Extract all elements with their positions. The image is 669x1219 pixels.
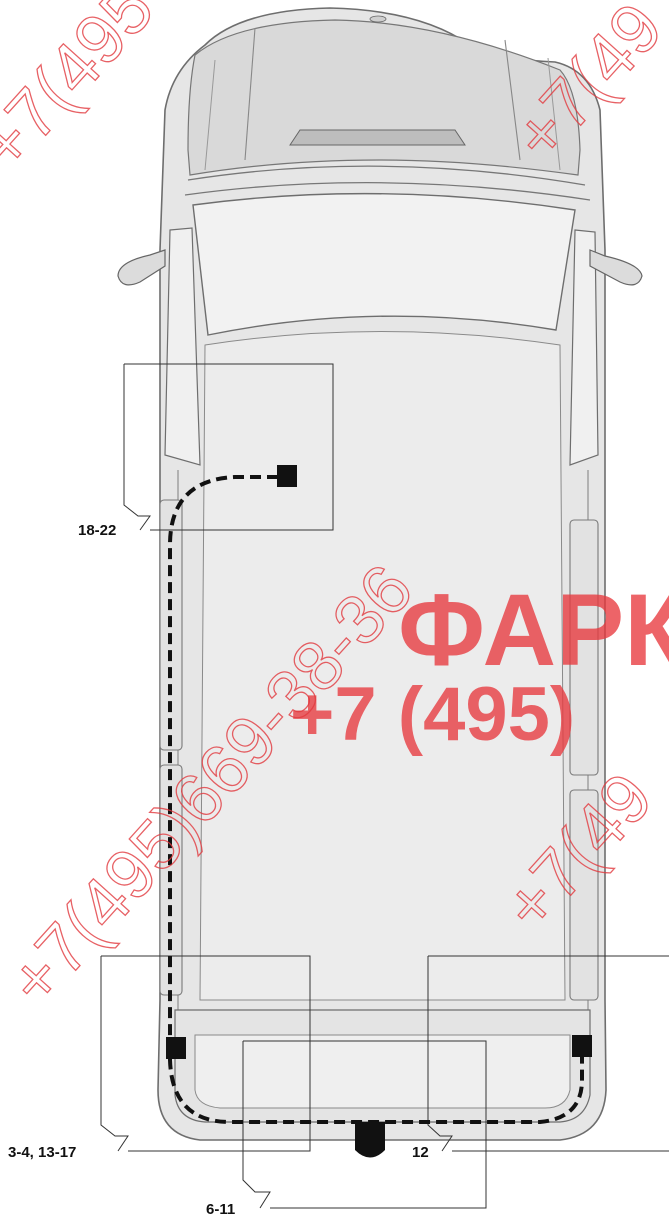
van-antenna xyxy=(369,15,387,23)
van-roof-rib-mid2 xyxy=(547,57,561,171)
tow-hitch xyxy=(355,1122,385,1158)
connector-rear-left xyxy=(166,1037,186,1059)
van-roof-front xyxy=(187,19,581,176)
wiring-harness xyxy=(166,465,592,1124)
van-right-door-panel xyxy=(569,519,599,776)
van-body xyxy=(117,7,643,1158)
callout-box-3-4-13-17 xyxy=(100,955,311,1152)
van-rear-inner xyxy=(194,1034,571,1109)
van-roof-rib-right xyxy=(504,39,521,161)
van-right-mirror xyxy=(589,249,643,286)
van-left-front-window xyxy=(164,227,201,466)
van-cab-line xyxy=(187,165,586,186)
van-cab-line2 xyxy=(184,182,591,201)
callout-label-6-11: 6-11 xyxy=(206,1201,235,1218)
callout-label-3-4-13-17: 3-4, 13-17 xyxy=(8,1144,76,1161)
van-right-front-window xyxy=(569,229,599,466)
watermark-brand: ФАРК xyxy=(398,573,669,687)
van-cargo-roof xyxy=(199,331,566,1001)
callout-box-12 xyxy=(427,955,669,1152)
watermark-phone: +7 (495) xyxy=(290,672,575,757)
callout-boxes xyxy=(100,363,669,1209)
connector-front xyxy=(277,465,297,487)
van-right-rear-panel xyxy=(569,789,599,1001)
van-roof-rib-left xyxy=(244,27,256,161)
callout-label-12: 12 xyxy=(412,1144,429,1161)
van-cab-window xyxy=(192,192,576,336)
watermark-diag-top-left: +7(495 xyxy=(0,0,168,185)
callout-label-18-22: 18-22 xyxy=(78,522,116,539)
connector-rear-right xyxy=(572,1035,592,1057)
van-roof-light xyxy=(289,129,466,146)
van-roof-rib-mid xyxy=(204,59,216,171)
van-left-mirror xyxy=(117,249,166,286)
harness-dashed-line xyxy=(168,475,584,1124)
callout-box-18-22 xyxy=(123,363,334,531)
callout-box-6-11 xyxy=(242,1040,487,1209)
